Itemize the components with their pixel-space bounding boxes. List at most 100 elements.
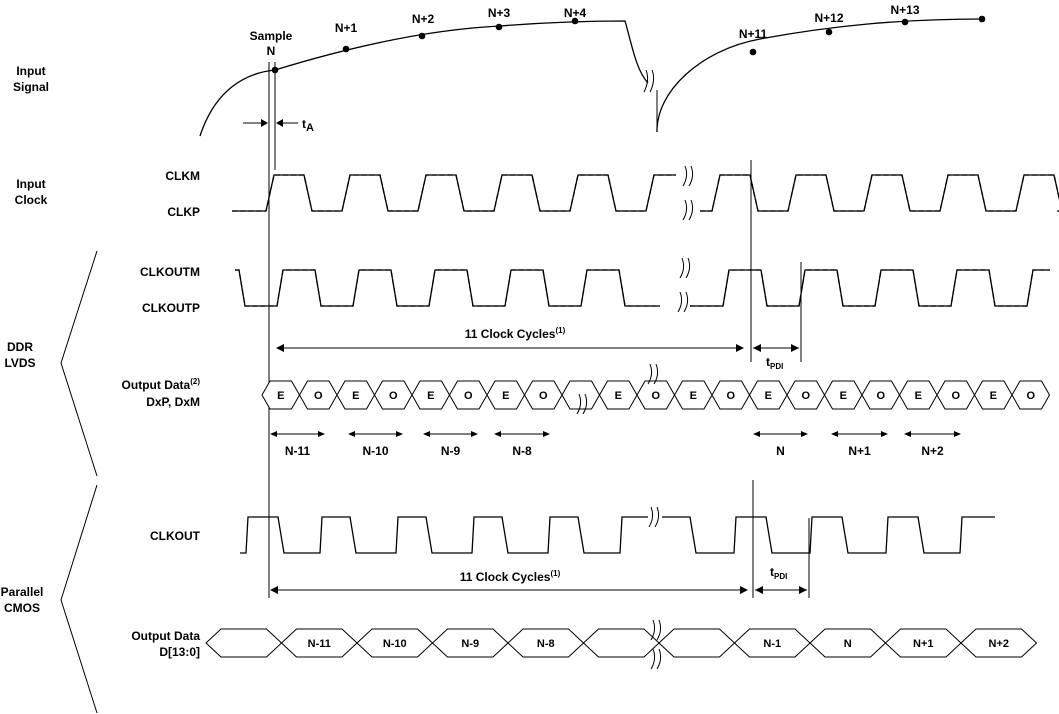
sample-label-n1: N+1 <box>335 21 358 35</box>
lvds-bit-cell: E <box>336 380 376 410</box>
ddr-lvds-bracket <box>60 250 98 477</box>
sample-dot-n4 <box>571 17 579 25</box>
clkm-label: CLKM <box>165 169 200 183</box>
clkoutm-label: CLKOUTM <box>140 265 200 279</box>
cmos-data-cell <box>582 628 660 658</box>
cmos-output-data-label: Output Data <box>131 629 200 643</box>
lvds-word-group: N-8 <box>494 431 550 458</box>
sample-label-n: N <box>267 44 276 58</box>
cmos-data-cell: N <box>809 628 887 658</box>
cmos-data-label: N-1 <box>763 638 781 650</box>
svg-text:Input: Input <box>16 177 45 191</box>
lvds-bit-label: O <box>951 390 960 402</box>
lvds-bit-label: E <box>840 390 847 402</box>
lvds-word-group: N-9 <box>423 431 478 458</box>
row-label-input-signal: Input Signal <box>13 64 49 94</box>
lvds-bit-cell: O <box>523 380 563 410</box>
lvds-bit-cell: O <box>786 380 826 410</box>
cmos-data-cell: N-11 <box>280 628 358 658</box>
lvds-word-label: N-9 <box>441 444 461 458</box>
lvds-word-label: N <box>776 444 785 458</box>
cmos-data-label: N+1 <box>913 638 934 650</box>
lvds-bit-cell: O <box>861 380 901 410</box>
cmos-data-label: N-10 <box>383 638 407 650</box>
lvds-word-label: N-11 <box>285 444 311 458</box>
lvds-bit-label: O <box>801 390 810 402</box>
svg-text:Input: Input <box>16 64 45 78</box>
lvds-bit-label: O <box>539 390 548 402</box>
lvds-bit-label: O <box>314 390 323 402</box>
sample-dot-n12 <box>825 28 833 36</box>
row-label-ddr-lvds: DDR LVDS <box>4 340 35 370</box>
lvds-bit-label: O <box>1026 390 1035 402</box>
clkoutp-waveform <box>235 269 1050 307</box>
lvds-word-group: N-10 <box>348 431 403 458</box>
clock-break-marker <box>682 165 694 221</box>
clkp-label: CLKP <box>167 205 200 219</box>
cmos-data-cell: N-10 <box>356 628 434 658</box>
cmos-data-break-marker <box>650 619 662 670</box>
clkout-label: CLKOUT <box>150 529 201 543</box>
lvds-word-group: N <box>753 431 808 458</box>
sample-label-n4: N+4 <box>564 6 587 20</box>
svg-text:Clock: Clock <box>15 193 48 207</box>
cmos-data-cell <box>658 628 736 658</box>
lvds-bit-cell: E <box>748 380 788 410</box>
lvds-tpdi-label: tPDI <box>766 355 783 371</box>
svg-text:LVDS: LVDS <box>4 356 35 370</box>
lvds-word-group: N-11 <box>270 431 325 458</box>
sample-label-n2: N+2 <box>412 12 435 26</box>
input-signal-waveform <box>199 18 983 137</box>
svg-text:DDR: DDR <box>7 340 33 354</box>
ta-arrows <box>243 119 298 127</box>
clkoutm-waveform <box>235 269 1050 307</box>
lvds-bit-label: O <box>876 390 885 402</box>
cmos-output-data-bus: N-11 N-10 N-9 N-8 N-1 N N+1 N+2 <box>205 628 1038 658</box>
cmos-data-label: N-9 <box>461 638 479 650</box>
lvds-bit-cell: O <box>936 380 976 410</box>
cmos-data-cell: N-8 <box>507 628 585 658</box>
cmos-latency-arrow <box>270 586 748 594</box>
clkm-waveform <box>232 174 1059 212</box>
cmos-data-cell: N+2 <box>960 628 1038 658</box>
lvds-bit-label: E <box>690 390 697 402</box>
cmos-data-label: N-8 <box>537 638 555 650</box>
cmos-data-cell: N-1 <box>733 628 811 658</box>
lvds-word-groups: N-11 N-10 N-9 N-8 N N+1 N+2 <box>270 431 961 458</box>
cmos-data-cell: N+1 <box>884 628 962 658</box>
clkp-waveform <box>232 174 1059 212</box>
cmos-data-label: N <box>844 638 852 650</box>
sample-label-n3: N+3 <box>488 6 511 20</box>
cmos-clock-break-marker <box>648 506 660 528</box>
clkoutp-label: CLKOUTP <box>142 301 200 315</box>
lvds-bit-label: E <box>427 390 434 402</box>
lvds-output-pins-label: DxP, DxM <box>146 395 200 409</box>
lvds-bit-label: E <box>352 390 359 402</box>
lvds-word-group: N+1 <box>831 431 888 458</box>
lvds-word-label: N-8 <box>512 444 532 458</box>
lvds-bit-cell: O <box>448 380 488 410</box>
clkout-waveform <box>240 516 995 554</box>
lvds-bit-cell: O <box>1011 380 1051 410</box>
sample-dot-n11 <box>749 48 757 56</box>
sample-label-n13: N+13 <box>890 3 919 17</box>
lvds-word-label: N+2 <box>921 444 944 458</box>
svg-text:Signal: Signal <box>13 80 49 94</box>
cmos-output-bus-label: D[13:0] <box>159 645 200 659</box>
cmos-data-cell: N-9 <box>431 628 509 658</box>
cmos-data-cell <box>205 628 283 658</box>
lvds-clock-break-marker <box>677 257 691 313</box>
row-label-parallel-cmos: Parallel CMOS <box>1 585 44 615</box>
lvds-data-break-marker <box>576 363 659 415</box>
lvds-latency-label: 11 Clock Cycles(1) <box>465 326 566 341</box>
lvds-bit-label: O <box>651 390 660 402</box>
sample-dot-n3 <box>495 23 503 31</box>
ta-label: tA <box>302 117 314 134</box>
lvds-bit-label: E <box>615 390 622 402</box>
parallel-cmos-bracket <box>60 484 98 714</box>
sample-points <box>271 15 986 74</box>
sample-label-n12: N+12 <box>814 11 843 25</box>
lvds-bit-cell: E <box>973 380 1013 410</box>
